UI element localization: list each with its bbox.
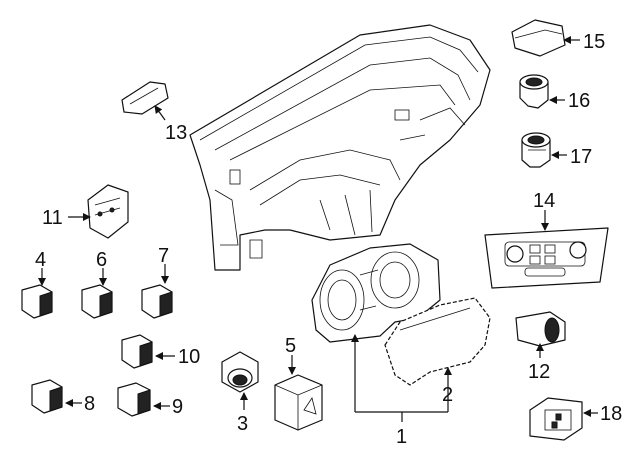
part-6: 6 — [81, 249, 113, 319]
callout-4: 4 — [35, 249, 46, 271]
part-17: 17 — [521, 132, 592, 168]
instrument-panel — [189, 24, 491, 271]
part-2: 2 — [384, 297, 491, 412]
callout-5: 5 — [285, 335, 296, 357]
callout-13: 13 — [165, 122, 187, 144]
part-3: 3 — [221, 351, 259, 435]
callout-3: 3 — [237, 413, 248, 435]
part-13: 13 — [121, 81, 187, 144]
callout-15: 15 — [583, 31, 605, 53]
callout-14: 14 — [533, 190, 555, 212]
part-9: 9 — [117, 382, 183, 418]
callout-18: 18 — [600, 403, 622, 425]
callout-9: 9 — [172, 396, 183, 418]
part-16: 16 — [519, 74, 590, 112]
callout-10: 10 — [178, 346, 200, 368]
callout-7: 7 — [158, 245, 169, 267]
part-15: 15 — [511, 19, 605, 57]
part-5: 5 — [274, 335, 323, 431]
callout-16: 16 — [568, 90, 590, 112]
part-12: 12 — [515, 311, 566, 383]
callout-2: 2 — [442, 384, 453, 406]
part-1: 1 — [311, 243, 448, 448]
callout-11: 11 — [42, 207, 63, 229]
part-11: 11 — [42, 184, 129, 239]
part-14: 14 — [484, 190, 609, 289]
callout-12: 12 — [528, 361, 550, 383]
part-4: 4 — [21, 249, 53, 319]
part-7: 7 — [141, 245, 173, 319]
part-18: 18 — [529, 397, 622, 441]
callout-6: 6 — [96, 249, 107, 271]
part-8: 8 — [31, 379, 95, 415]
callout-8: 8 — [84, 393, 95, 415]
callout-1: 1 — [396, 426, 407, 448]
callout-17: 17 — [570, 146, 592, 168]
part-10: 10 — [121, 334, 200, 369]
